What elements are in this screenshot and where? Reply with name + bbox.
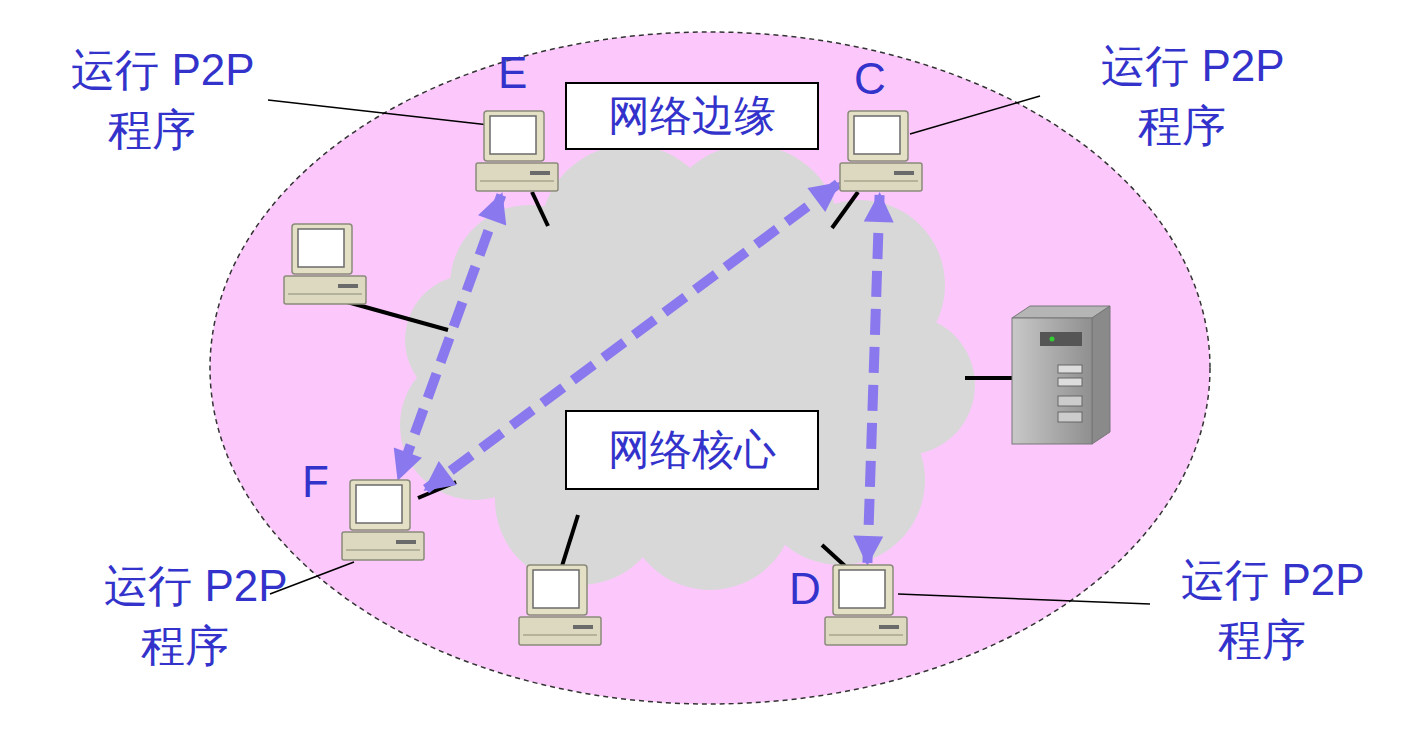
host-letter: F [302,460,329,504]
peer-computer: E [474,109,560,195]
p2p-connection [399,195,502,478]
peer-computer: C [838,109,924,195]
host-letter: E [498,51,527,95]
network-core-cloud [400,145,975,590]
p2p-connection [426,184,838,489]
p2p-connection [867,195,879,563]
peer-computer: D [823,563,909,649]
host-letter: C [854,57,886,101]
computer-icon [823,563,909,649]
region-label: 网络核心 [608,425,776,475]
region-label: 网络边缘 [608,91,776,141]
host-computer [519,565,601,645]
callout-label: 运行 P2P 程序 [1159,550,1365,670]
computer-icon [340,478,426,564]
server [1012,306,1110,444]
network-edge-region [210,32,1210,704]
callout-label: 运行 P2P 程序 [1079,36,1285,156]
region-label-box: 网络边缘 [565,82,819,150]
computer-icon [838,109,924,195]
computer-icon [474,109,560,195]
leader-lines [268,96,1150,604]
callout-label: 运行 P2P 程序 [82,556,288,676]
host-computer [284,224,366,304]
access-links [340,192,1012,566]
callout-label: 运行 P2P 程序 [49,40,255,160]
region-label-box: 网络核心 [565,410,819,490]
peer-computer: F [340,478,426,564]
host-letter: D [789,567,821,611]
